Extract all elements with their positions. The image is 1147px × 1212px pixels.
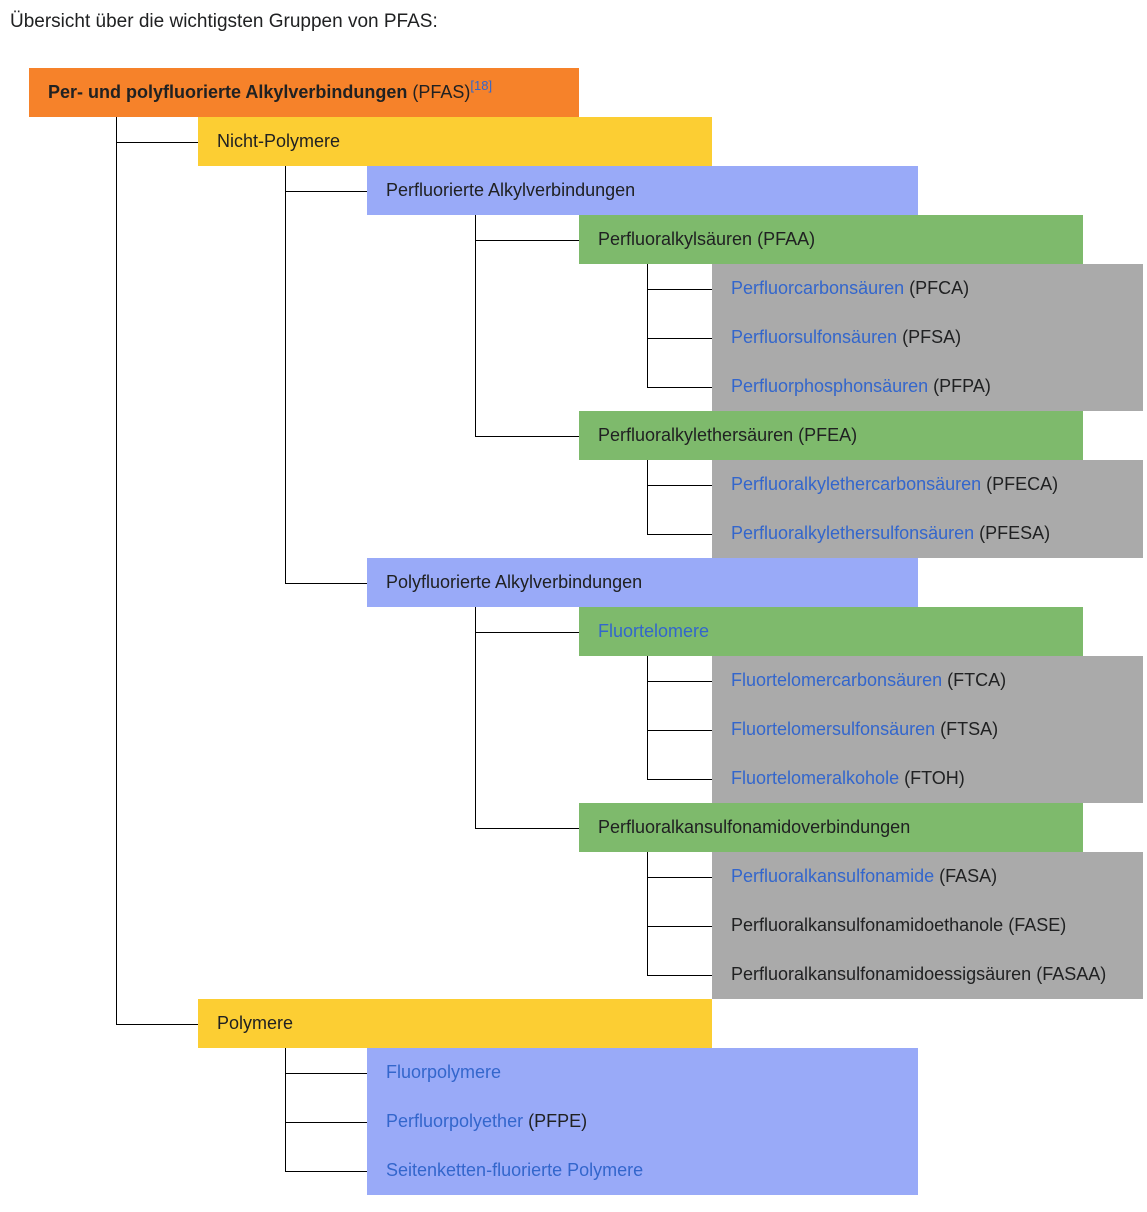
node-link[interactable]: Fluorpolymere (386, 1062, 502, 1082)
node-abbreviation: (PFESA) (979, 523, 1051, 543)
node-link[interactable]: Perfluorphosphonsäuren (731, 376, 929, 396)
connector-vertical (647, 460, 648, 535)
connector-horizontal (116, 1024, 198, 1025)
tree-node-level4: Fluortelomercarbonsäuren (FTCA) (712, 656, 1143, 705)
node-label: Polymere (217, 1013, 294, 1033)
connector-horizontal (285, 1073, 367, 1074)
connector-horizontal (647, 926, 712, 927)
tree-node-level3: Fluortelomere (579, 607, 1083, 656)
node-label: Polyfluorierte Alkylverbindungen (386, 572, 643, 592)
tree-node-level4: Perfluorsulfonsäuren (PFSA) (712, 313, 1143, 362)
tree-node-level2: Perfluorpolyether (PFPE) (367, 1097, 918, 1146)
node-link[interactable]: Perfluoralkylethercarbonsäuren (731, 474, 982, 494)
tree-node-level4: Perfluoralkansulfonamidoessigsäuren (FAS… (712, 950, 1143, 999)
connector-vertical (647, 656, 648, 780)
tree-node-level2: Polyfluorierte Alkylverbindungen (367, 558, 918, 607)
connector-horizontal (116, 142, 198, 143)
node-abbreviation: (PFSA) (902, 327, 962, 347)
node-abbreviation: (FASAA) (1036, 964, 1107, 984)
node-abbreviation: (PFCA) (909, 278, 970, 298)
node-link[interactable]: Seitenketten-fluorierte Polymere (386, 1160, 644, 1180)
connector-horizontal (647, 387, 712, 388)
connector-vertical (647, 852, 648, 976)
tree-node-level4: Fluortelomeralkohole (FTOH) (712, 754, 1143, 803)
connector-horizontal (285, 1122, 367, 1123)
node-abbreviation: (FASE) (1008, 915, 1067, 935)
tree-node-level3: Perfluoralkylsäuren (PFAA) (579, 215, 1083, 264)
connector-vertical (285, 1048, 286, 1172)
node-label: Perfluoralkylethersäuren (598, 425, 794, 445)
connector-horizontal (647, 485, 712, 486)
tree-node-level4: Perfluoralkansulfonamide (FASA) (712, 852, 1143, 901)
tree-node-level3: Perfluoralkansulfonamidoverbindungen (579, 803, 1083, 852)
connector-horizontal (647, 534, 712, 535)
node-link[interactable]: Fluortelomercarbonsäuren (731, 670, 943, 690)
node-label: Per- und polyfluorierte Alkylverbindunge… (48, 82, 408, 102)
tree-node-level0: Per- und polyfluorierte Alkylverbindunge… (29, 68, 579, 117)
tree-node-level1: Nicht-Polymere (198, 117, 712, 166)
tree-node-level4: Perfluoralkylethercarbonsäuren (PFECA) (712, 460, 1143, 509)
node-abbreviation: (PFAS) (412, 82, 471, 102)
connector-horizontal (647, 975, 712, 976)
node-link[interactable]: Fluortelomersulfonsäuren (731, 719, 936, 739)
connector-horizontal (475, 632, 579, 633)
tree-node-level3: Perfluoralkylethersäuren (PFEA) (579, 411, 1083, 460)
node-link[interactable]: Perfluoralkansulfonamide (731, 866, 935, 886)
node-abbreviation: (FTCA) (947, 670, 1007, 690)
intro-text: Übersicht über die wichtigsten Gruppen v… (10, 11, 438, 32)
node-label: Nicht-Polymere (217, 131, 341, 151)
tree-node-level4: Perfluorphosphonsäuren (PFPA) (712, 362, 1143, 411)
node-abbreviation: (PFEA) (798, 425, 858, 445)
tree-node-level2: Fluorpolymere (367, 1048, 918, 1097)
node-label: Perfluoralkansulfonamidoessigsäuren (731, 964, 1032, 984)
connector-vertical (475, 215, 476, 437)
connector-horizontal (647, 730, 712, 731)
connector-horizontal (647, 289, 712, 290)
node-abbreviation: (FTOH) (904, 768, 965, 788)
node-abbreviation: (PFAA) (757, 229, 816, 249)
tree-node-level1: Polymere (198, 999, 712, 1048)
connector-horizontal (647, 779, 712, 780)
connector-horizontal (475, 828, 579, 829)
node-link[interactable]: Perfluoralkylethersulfonsäuren (731, 523, 975, 543)
connector-vertical (475, 607, 476, 829)
node-link[interactable]: Perfluorsulfonsäuren (731, 327, 898, 347)
connector-vertical (116, 117, 117, 1025)
tree-node-level4: Perfluorcarbonsäuren (PFCA) (712, 264, 1143, 313)
node-label: Perfluorierte Alkylverbindungen (386, 180, 636, 200)
connector-horizontal (647, 681, 712, 682)
node-label: Perfluoralkylsäuren (598, 229, 753, 249)
connector-vertical (647, 264, 648, 388)
tree-node-level2: Perfluorierte Alkylverbindungen (367, 166, 918, 215)
tree-node-level2: Seitenketten-fluorierte Polymere (367, 1146, 918, 1195)
connector-horizontal (285, 583, 367, 584)
connector-horizontal (285, 1171, 367, 1172)
node-link[interactable]: Perfluorpolyether (386, 1111, 524, 1131)
connector-vertical (285, 166, 286, 584)
tree-node-level4: Perfluoralkylethersulfonsäuren (PFESA) (712, 509, 1143, 558)
node-link[interactable]: Perfluorcarbonsäuren (731, 278, 905, 298)
node-link[interactable]: Fluortelomere (598, 621, 710, 641)
connector-horizontal (475, 436, 579, 437)
connector-horizontal (647, 338, 712, 339)
connector-horizontal (475, 240, 579, 241)
node-label: Perfluoralkansulfonamidoverbindungen (598, 817, 911, 837)
node-link[interactable]: Fluortelomeralkohole (731, 768, 900, 788)
node-abbreviation: (PFECA) (986, 474, 1059, 494)
node-abbreviation: (FTSA) (940, 719, 999, 739)
tree-node-level4: Fluortelomersulfonsäuren (FTSA) (712, 705, 1143, 754)
node-abbreviation: (PFPA) (933, 376, 991, 396)
connector-horizontal (285, 191, 367, 192)
reference-link[interactable]: [18] (470, 78, 493, 93)
node-label: Perfluoralkansulfonamidoethanole (731, 915, 1004, 935)
tree-node-level4: Perfluoralkansulfonamidoethanole (FASE) (712, 901, 1143, 950)
node-abbreviation: (FASA) (939, 866, 998, 886)
connector-horizontal (647, 877, 712, 878)
node-abbreviation: (PFPE) (528, 1111, 588, 1131)
